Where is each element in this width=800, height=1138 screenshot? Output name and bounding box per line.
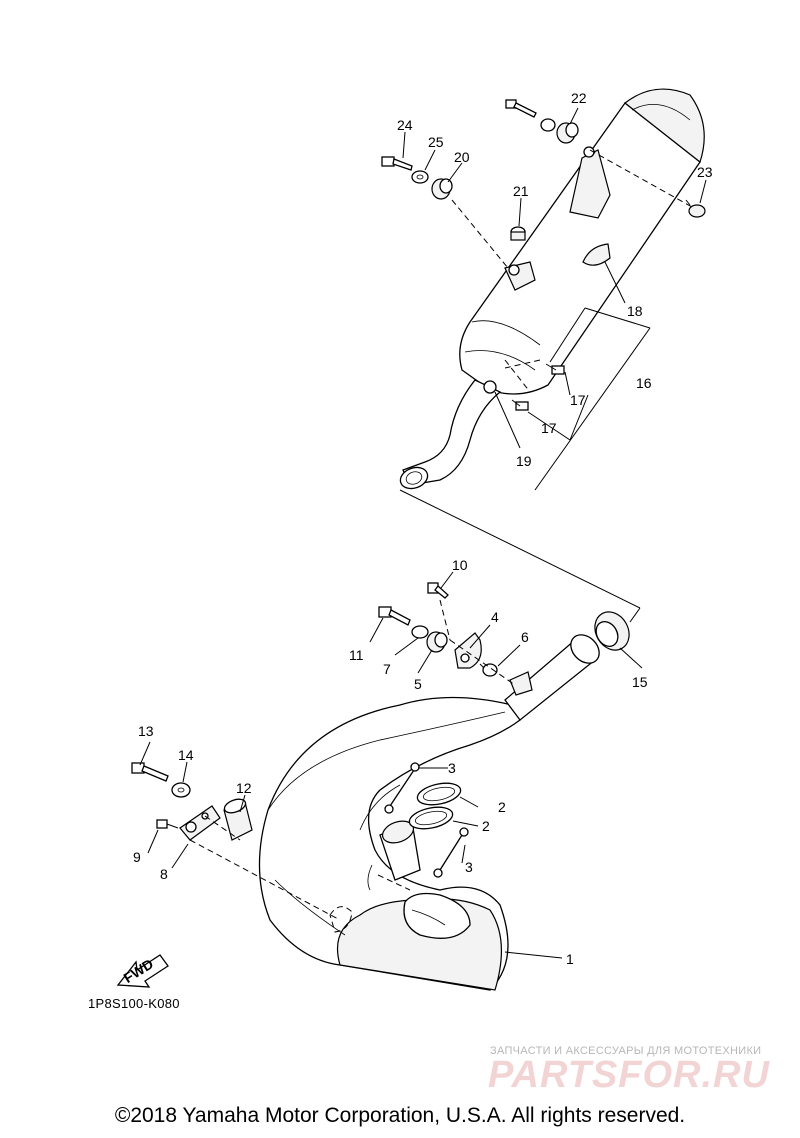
- callout-12: 12: [236, 780, 252, 796]
- callout-13: 13: [138, 723, 154, 739]
- expansion-chamber: [258, 634, 600, 991]
- callout-3a: 3: [448, 760, 456, 776]
- bracket-8: [179, 805, 221, 841]
- watermark-tagline: ЗАПЧАСТИ И АКСЕССУАРЫ ДЛЯ МОТОТЕХНИКИ: [490, 1045, 762, 1057]
- damper-20: [431, 178, 453, 200]
- bolt-11: [378, 606, 411, 626]
- gasket-15: [594, 611, 630, 651]
- fwd-arrow-icon: FWD: [116, 954, 169, 988]
- callout-18: 18: [627, 303, 643, 319]
- bolt-13: [131, 762, 169, 782]
- callout-6: 6: [521, 629, 529, 645]
- callout-8: 8: [160, 866, 168, 882]
- callout-15: 15: [632, 674, 648, 690]
- callout-23: 23: [697, 164, 713, 180]
- callout-17b: 17: [541, 420, 557, 436]
- callout-11: 11: [349, 647, 364, 663]
- washer-14: [171, 782, 191, 798]
- copyright-notice: ©2018 Yamaha Motor Corporation, U.S.A. A…: [114, 1104, 686, 1127]
- bolt-23: [685, 199, 706, 218]
- callout-2a: 2: [498, 799, 506, 815]
- callout-24: 24: [397, 117, 413, 133]
- o-ring-2-upper: [416, 782, 462, 806]
- damper-5: [426, 631, 448, 653]
- header-pipe-inlet: [367, 820, 421, 891]
- callout-2b: 2: [482, 818, 490, 834]
- washer-25: [411, 170, 429, 184]
- outlet-pipe-end: [570, 634, 600, 664]
- collar-21: [510, 226, 526, 241]
- callout-14: 14: [178, 747, 194, 763]
- collar-6: [479, 663, 498, 677]
- watermark-logo: PARTSFOR.RU: [488, 1054, 770, 1096]
- bolt-9: [156, 819, 179, 829]
- callout-3b: 3: [465, 859, 473, 875]
- bracket-4: [454, 632, 482, 669]
- bolt-24: [381, 156, 413, 171]
- spring-3-upper: [384, 762, 420, 814]
- callout-25: 25: [428, 134, 444, 150]
- callout-20: 20: [454, 149, 470, 165]
- inlet-pipe-end: [399, 466, 429, 490]
- bolt-22-screw: [505, 99, 537, 118]
- o-ring-2-lower: [408, 806, 454, 830]
- silencer-rear-bracket: [569, 149, 611, 219]
- callout-9: 9: [133, 849, 141, 865]
- damper-22: [556, 122, 579, 144]
- callout-5: 5: [414, 676, 422, 692]
- silencer-end-cap: [624, 88, 705, 164]
- callout-1: 1: [566, 951, 574, 967]
- screw-17-lower: [511, 399, 529, 411]
- silencer-body: [459, 102, 701, 395]
- callout-21: 21: [513, 183, 529, 199]
- callout-22: 22: [571, 90, 587, 106]
- washer-7: [411, 625, 429, 639]
- bolt-10: [427, 582, 449, 599]
- callout-17a: 17: [570, 392, 586, 408]
- callout-4: 4: [491, 609, 499, 625]
- spring-3-lower: [433, 827, 469, 878]
- callout-16: 16: [636, 375, 652, 391]
- silencer-label-plate: [582, 243, 611, 266]
- chamber-inlet-opening: [403, 892, 471, 939]
- callout-19: 19: [516, 453, 532, 469]
- washer-22: [540, 118, 556, 132]
- callout-labels: 1 2 2 3 3 4 5 6 7 8 9 10 11 12 13 14 15 …: [133, 90, 713, 967]
- silencer-assembly: [399, 88, 705, 490]
- callout-10: 10: [452, 557, 468, 573]
- callout-7: 7: [383, 661, 391, 677]
- damper-12: [223, 798, 253, 841]
- diagram-code: 1P8S100-K080: [88, 996, 180, 1011]
- screw-17-upper: [545, 363, 565, 375]
